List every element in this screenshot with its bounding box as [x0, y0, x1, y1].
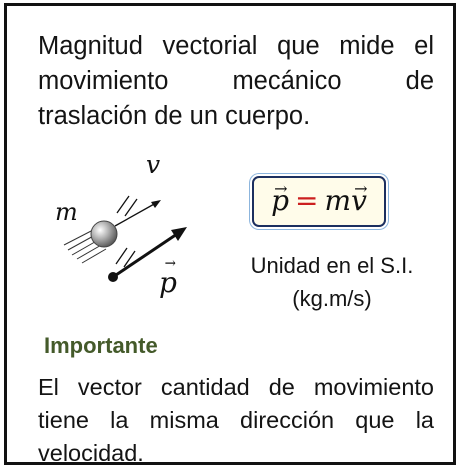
momentum-arrow — [108, 227, 187, 282]
si-unit-label: Unidad en el S.I. — [250, 253, 414, 278]
velocity-label: v — [146, 150, 161, 179]
momentum-diagram: v m → p — [47, 146, 207, 299]
motion-streaks — [63, 228, 107, 264]
info-card: Magnitud vectorial que mide el movimient… — [4, 3, 456, 466]
mass-ball — [90, 220, 118, 248]
momentum-label: → p — [159, 254, 177, 299]
formula-lhs: →p — [271, 178, 289, 224]
momentum-diagram-graphic — [63, 195, 187, 282]
guide-lines-upper — [116, 195, 138, 217]
important-text: El vector cantidad de movimiento tiene l… — [38, 374, 434, 466]
formula-equals: = — [295, 184, 319, 217]
vector-arrow-icon: → — [164, 254, 176, 272]
definition-text: Magnitud vectorial que mide el movimient… — [38, 32, 434, 130]
formula-rhs-vector: →v — [351, 178, 367, 224]
guide-lines-lower — [115, 247, 136, 268]
si-unit-value: (kg.m/s) — [292, 286, 372, 311]
important-heading: Importante — [44, 333, 158, 358]
vector-arrow-icon: → — [274, 179, 288, 198]
formula-velocity-symbol: v — [351, 184, 367, 217]
momentum-formula: →p=m→v — [252, 176, 386, 227]
velocity-arrow — [114, 200, 161, 227]
momentum-symbol: p — [159, 266, 177, 299]
vector-arrow-icon: → — [354, 179, 368, 198]
formula-lhs-symbol: p — [271, 184, 290, 217]
formula-mass: m — [324, 184, 352, 217]
si-unit: Unidad en el S.I. (kg.m/s) — [232, 249, 432, 315]
mass-label: m — [55, 198, 78, 226]
